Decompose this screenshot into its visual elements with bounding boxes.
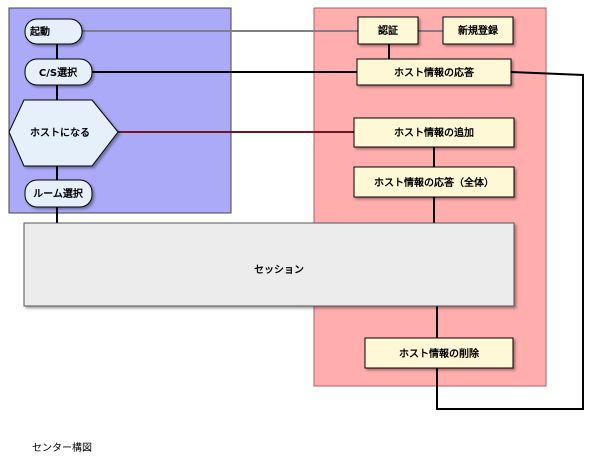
host-delete-node-label: ホスト情報の削除: [399, 347, 480, 360]
new-register-node: [442, 16, 514, 45]
host-response-all-node-label: ホスト情報の応答（全体）: [374, 176, 494, 189]
start-node: [24, 18, 83, 45]
become-host-node-label: ホストになる: [30, 127, 90, 139]
host-response-all-node: [353, 166, 515, 198]
host-response-node: [356, 58, 512, 86]
client-nodes: 起動 C/S選択 ホストになる ルーム選択: [8, 18, 119, 208]
new-register-node-label: 新規登録: [458, 24, 499, 37]
host-response-node-label: ホスト情報の応答: [394, 66, 475, 79]
host-add-node: [353, 117, 515, 148]
session-node: [23, 222, 515, 307]
auth-node-label: 認証: [378, 24, 398, 37]
link-response-loop: [436, 71, 584, 410]
connectors: [56, 30, 584, 410]
server-nodes: 認証 新規登録 ホスト情報の応答 ホスト情報の追加 ホスト情報の応答（全体） ホ…: [353, 16, 515, 369]
host-add-node-label: ホスト情報の追加: [394, 126, 474, 139]
room-select-node-label: ルーム選択: [33, 187, 84, 200]
room-select-node: [24, 179, 93, 208]
start-node-label: 起動: [29, 25, 50, 38]
session-node-label: セッション: [254, 264, 304, 276]
cs-select-node: [24, 58, 93, 86]
become-host-node: [8, 99, 119, 167]
host-delete-node: [364, 337, 514, 369]
auth-node: [357, 16, 419, 45]
diagram-caption: センター構図: [32, 441, 92, 454]
cs-select-node-label: C/S選択: [39, 66, 78, 79]
